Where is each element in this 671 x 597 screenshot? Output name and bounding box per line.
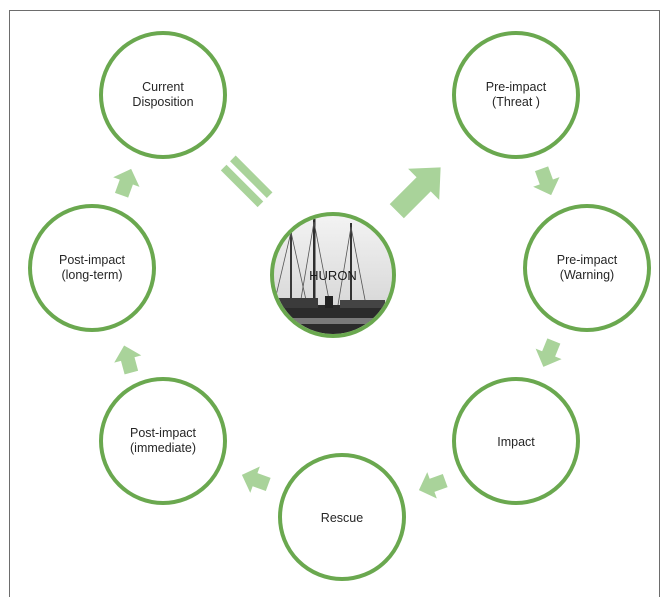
diagram-frame — [9, 10, 660, 597]
cycle-arrows — [113, 155, 562, 499]
arrow-threat-to-warning — [533, 166, 560, 196]
stage-pre-impact-warning: Pre-impact (Warning) — [523, 204, 651, 332]
stage-nodes: Current Disposition Pre-impact (Threat )… — [28, 31, 651, 581]
stage-label-line1: Current — [142, 80, 184, 94]
stage-impact: Impact — [452, 377, 580, 505]
stage-label-line2: (immediate) — [130, 441, 196, 455]
stage-post-impact-immediate: Post-impact (immediate) — [99, 377, 227, 505]
arrow-impact-to-rescue — [418, 472, 448, 499]
stage-current-disposition: Current Disposition — [99, 31, 227, 159]
stage-label-line1: Post-impact — [59, 253, 126, 267]
stage-label-line2: (Warning) — [560, 268, 614, 282]
stage-label-line1: Pre-impact — [557, 253, 618, 267]
stage-post-impact-long-term: Post-impact (long-term) — [28, 204, 156, 332]
stage-label-line1: Rescue — [321, 511, 363, 525]
arrow-center-to-threat — [389, 167, 441, 219]
stage-label-line1: Pre-impact — [486, 80, 547, 94]
arrow-warning-to-impact — [535, 338, 562, 367]
center-circle — [270, 212, 396, 338]
stage-label-line2: (long-term) — [61, 268, 122, 282]
stage-label-line2: (Threat ) — [492, 95, 540, 109]
stage-rescue: Rescue — [278, 453, 406, 581]
center-node: HURON — [270, 212, 396, 338]
stage-label-line1: Post-impact — [130, 426, 197, 440]
stage-label-line2: Disposition — [132, 95, 193, 109]
stage-pre-impact-threat: Pre-impact (Threat ) — [452, 31, 580, 159]
stage-label-line1: Impact — [497, 435, 535, 449]
equals-sign-icon — [220, 155, 273, 208]
arrow-longterm-to-current — [113, 168, 140, 198]
arrow-immediate-to-longterm — [114, 345, 142, 375]
center-label: HURON — [309, 268, 357, 283]
arrow-rescue-to-immediate — [241, 466, 271, 493]
